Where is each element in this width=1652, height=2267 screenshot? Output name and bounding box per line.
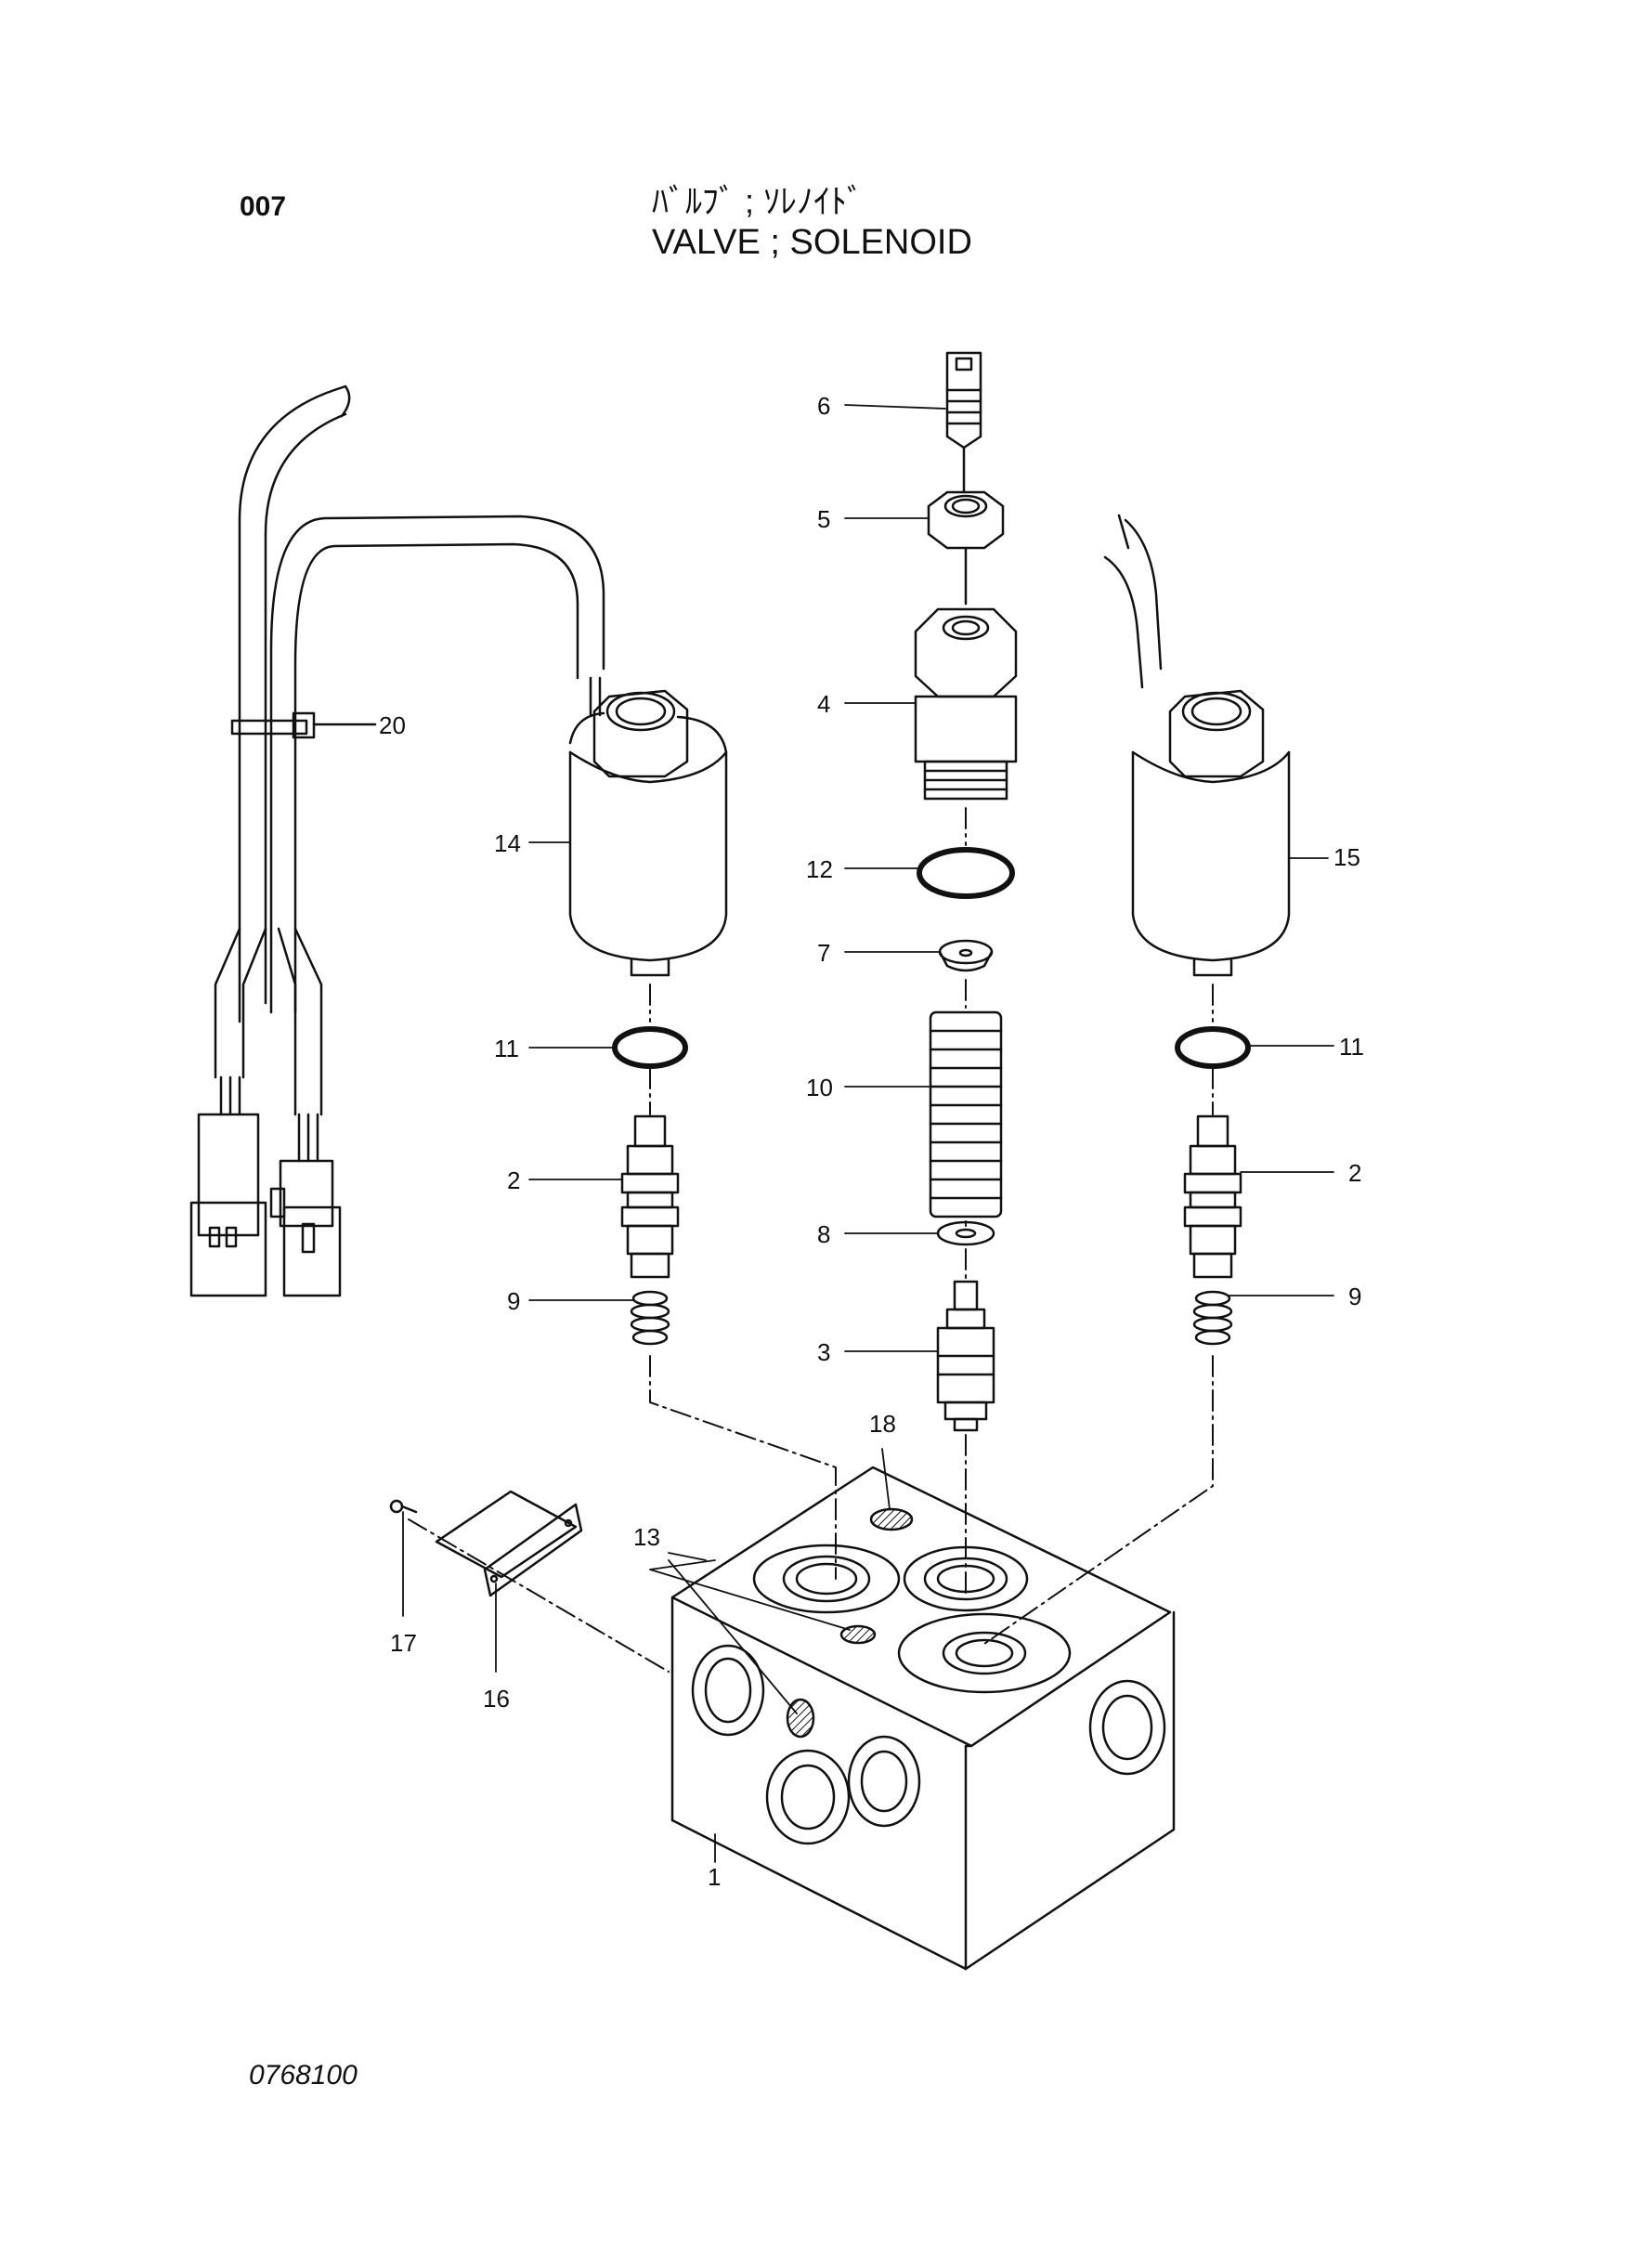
o-ring-12 (917, 847, 1015, 899)
plug-4 (914, 607, 1018, 801)
callout-4: 4 (817, 690, 830, 718)
callout-6: 6 (817, 392, 830, 420)
drawing-number: 0768100 (249, 2060, 358, 2091)
spool-left (620, 1114, 680, 1279)
spool-3 (936, 1280, 995, 1432)
screw-17 (389, 1499, 418, 1514)
name-plate-16 (435, 1490, 583, 1597)
wire-harness (189, 384, 605, 1297)
callout-11-left: 11 (494, 1035, 519, 1062)
callout-12: 12 (806, 855, 833, 883)
callout-15: 15 (1333, 843, 1360, 871)
spring-10 (929, 1010, 1003, 1218)
callout-13: 13 (633, 1523, 660, 1551)
callout-11-right: 11 (1339, 1033, 1364, 1061)
callout-8: 8 (817, 1220, 830, 1248)
callout-2-right: 2 (1348, 1159, 1361, 1187)
lock-nut-5 (927, 490, 1005, 606)
callout-2-left: 2 (507, 1166, 520, 1194)
solenoid-cable-right (1103, 514, 1163, 689)
callout-5: 5 (817, 505, 830, 533)
valve-body (670, 1466, 1176, 1971)
washer-7 (938, 939, 994, 972)
callout-labels: 6 5 4 12 7 10 8 3 14 11 2 9 15 11 2 9 20… (379, 392, 1364, 1891)
callout-20: 20 (379, 711, 406, 739)
callout-3: 3 (817, 1338, 830, 1366)
spool-right (1183, 1114, 1242, 1279)
o-ring-right (1175, 1026, 1251, 1069)
callout-9-left: 9 (507, 1287, 520, 1315)
title-japanese: ﾊﾞﾙﾌﾞ ; ｿﾚﾉｲﾄﾞ (652, 182, 865, 220)
cable-clamp-20 (230, 711, 377, 739)
callout-18: 18 (869, 1410, 896, 1438)
callout-7: 7 (817, 939, 830, 967)
assembly-lines (408, 807, 1214, 1673)
page-number: 007 (240, 191, 287, 222)
callout-1: 1 (708, 1863, 721, 1891)
callout-9-right: 9 (1348, 1283, 1361, 1310)
title-english: VALVE ; SOLENOID (652, 223, 972, 262)
solenoid-coil-right (1131, 689, 1291, 977)
solenoid-coil-left (568, 676, 728, 977)
spring-right (1192, 1290, 1233, 1346)
leader-lines (402, 404, 1334, 1863)
callout-14: 14 (494, 829, 521, 857)
callout-17: 17 (390, 1629, 417, 1657)
adjust-screw-6 (945, 351, 982, 494)
callout-10: 10 (806, 1074, 833, 1101)
spring-left (630, 1290, 670, 1346)
callout-16: 16 (483, 1685, 510, 1713)
o-ring-left (612, 1026, 688, 1069)
